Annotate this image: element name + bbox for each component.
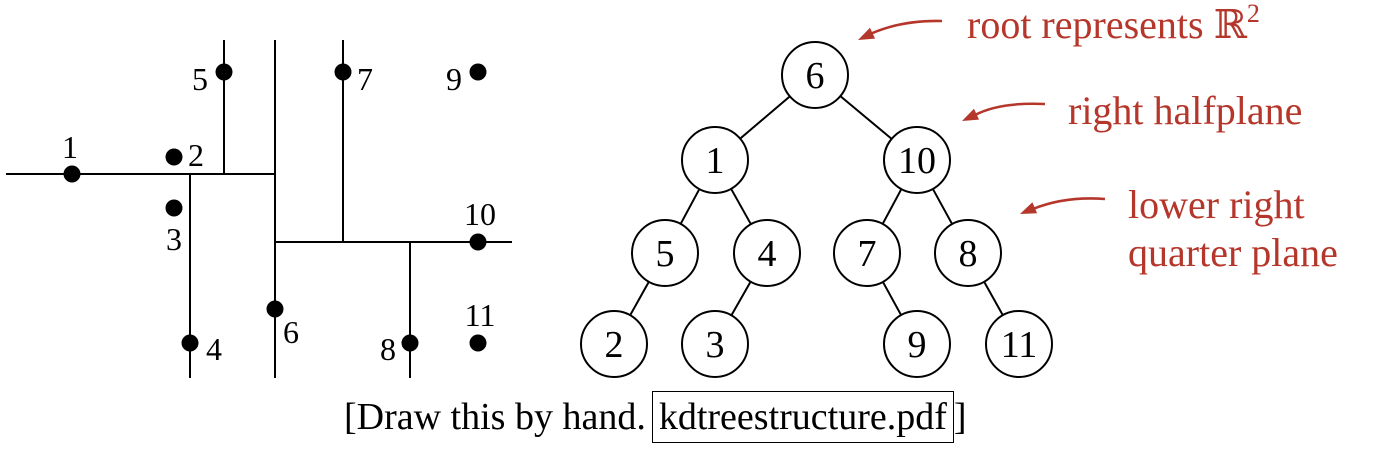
right-arrow-shaft [974, 102, 1046, 117]
tree-node-1 [681, 126, 749, 194]
point-label-1: 1 [62, 129, 78, 165]
right-arrow-head [962, 108, 980, 121]
tree-node-9 [883, 310, 951, 378]
tree-node-2 [580, 310, 648, 378]
tree-node-4 [733, 219, 801, 287]
tree-node-10 [883, 126, 951, 194]
tree-node-label-6: 6 [806, 55, 825, 97]
tree-node-label-8: 8 [959, 233, 978, 275]
tree-node-11 [985, 310, 1053, 378]
tree-node-label-2: 2 [605, 324, 624, 366]
tree-edge-6-10 [839, 95, 893, 140]
point-2 [165, 148, 183, 166]
point-5 [215, 63, 233, 81]
tree-node-label-7: 7 [858, 233, 877, 275]
tree-edge-4-3 [730, 281, 752, 316]
tree-edge-7-9 [882, 281, 902, 316]
plane-partition: 1 2 3 4 5 6 7 8 9 10 11 [6, 40, 512, 378]
point-label-10: 10 [464, 196, 496, 232]
point-4 [181, 334, 199, 352]
caption-suffix: ] [953, 396, 967, 438]
caption-filename: kdtreestructure.pdf [651, 391, 954, 443]
tree-edge-1-4 [730, 188, 752, 225]
point-label-9: 9 [446, 61, 462, 97]
point-7 [334, 63, 352, 81]
caption: [Draw this by hand.kdtreestructure.pdf] [344, 390, 967, 444]
tree-node-label-11: 11 [1001, 324, 1038, 366]
point-label-8: 8 [380, 331, 396, 367]
tree-node-label-4: 4 [758, 233, 777, 275]
point-1 [63, 165, 81, 183]
point-label-4: 4 [206, 331, 222, 367]
annotation-right-halfplane: right halfplane [1068, 88, 1302, 133]
annotation-lower-right-line2: quarter plane [1128, 230, 1338, 275]
point-3 [165, 199, 183, 217]
point-9 [469, 63, 487, 81]
tree-node-label-9: 9 [908, 324, 927, 366]
annotation-lower-right-line1: lower right [1128, 182, 1305, 227]
tree-node-label-3: 3 [706, 324, 725, 366]
lower-right-arrow-shaft [1032, 197, 1106, 211]
tree-edge-1-5 [679, 188, 701, 225]
tree-node-label-10: 10 [898, 140, 936, 182]
point-label-6: 6 [283, 314, 299, 350]
point-8 [401, 334, 419, 352]
root-arrow-head [858, 27, 876, 40]
tree-node-8 [934, 219, 1002, 287]
point-label-5: 5 [192, 61, 208, 97]
tree-node-5 [631, 219, 699, 287]
tree-edge-10-7 [881, 188, 903, 225]
tree-node-3 [681, 310, 749, 378]
point-label-2: 2 [188, 137, 204, 173]
tree-annotations: root represents ℝ2 right halfplane lower r… [858, 0, 1338, 275]
tree-edge-5-2 [629, 281, 650, 316]
tree-node-6 [781, 41, 849, 109]
tree-edge-6-1 [739, 95, 791, 140]
tree-edge-8-11 [983, 281, 1004, 316]
lower-right-arrow-head [1020, 202, 1038, 214]
annotation-root: root represents ℝ2 [967, 0, 1260, 48]
point-label-7: 7 [357, 61, 373, 97]
caption-prefix: [Draw this by hand. [344, 396, 646, 438]
point-11 [469, 334, 487, 352]
tree-node-label-1: 1 [706, 140, 725, 182]
kd-tree: 6 1 10 5 4 7 8 2 3 9 11 [580, 41, 1053, 378]
point-label-3: 3 [166, 221, 182, 257]
point-10 [469, 233, 487, 251]
point-label-11: 11 [465, 297, 496, 333]
tree-edge-10-8 [931, 188, 954, 225]
tree-node-label-5: 5 [656, 233, 675, 275]
tree-node-7 [833, 219, 901, 287]
root-arrow-shaft [867, 19, 943, 37]
point-6 [266, 300, 284, 318]
